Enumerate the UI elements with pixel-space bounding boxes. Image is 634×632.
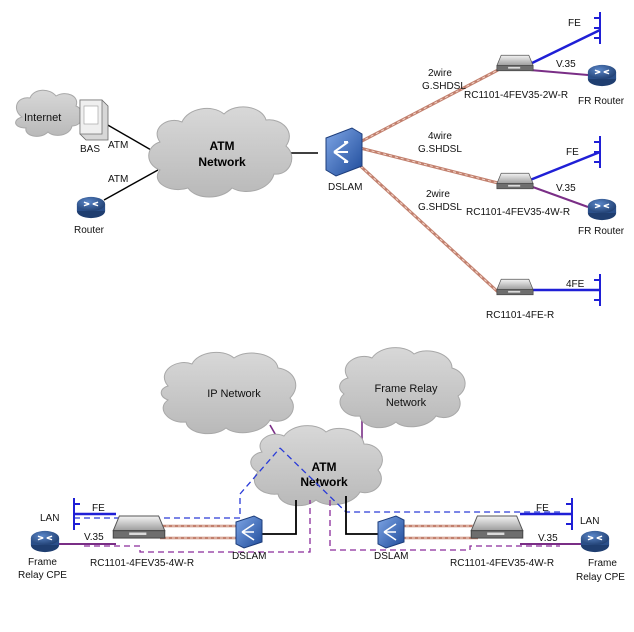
frame-relay-cpe-icon bbox=[30, 530, 60, 553]
frame-relay-cpe-icon bbox=[580, 530, 610, 553]
right-cpe-label-1: Frame bbox=[588, 558, 617, 569]
cpe-1: FE V.35 RC1101-4FEV35-2W-R FR Router bbox=[464, 12, 625, 107]
ip-network-cloud: IP Network bbox=[160, 351, 297, 435]
frame-relay-label-1: Frame Relay bbox=[375, 383, 438, 395]
v35-link-2 bbox=[529, 185, 589, 208]
fe-link-2 bbox=[529, 150, 601, 182]
atm-link-label-1: ATM bbox=[108, 140, 128, 151]
ip-network-label: IP Network bbox=[207, 388, 261, 400]
bas-server-icon bbox=[79, 99, 109, 141]
cpe-2-fe-label: FE bbox=[566, 147, 579, 158]
link-1-type-label: G.SHDSL bbox=[422, 81, 466, 92]
cpe-1-fe-label: FE bbox=[568, 18, 581, 29]
right-lan-label: LAN bbox=[580, 516, 599, 527]
shdsl-link-3 bbox=[354, 160, 500, 294]
v35-link-1 bbox=[529, 69, 589, 76]
cpe-3-fe-label: 4FE bbox=[566, 279, 585, 290]
dslam-icon bbox=[325, 127, 363, 177]
shdsl-link-right bbox=[400, 524, 478, 540]
atm-link-bas bbox=[105, 123, 159, 155]
atm-cloud-label-2: Network bbox=[198, 155, 246, 169]
link-3-wire-label: 2wire bbox=[426, 189, 450, 200]
cpe-2-router-label: FR Router bbox=[578, 226, 625, 237]
ip-virtual-circuit-left bbox=[74, 447, 281, 519]
fr-virtual-circuit-right bbox=[329, 500, 560, 551]
dslam-label: DSLAM bbox=[328, 182, 362, 193]
atm-cloud-bottom-label-2: Network bbox=[300, 475, 348, 489]
cpe-2-v35-label: V.35 bbox=[556, 183, 576, 194]
ethernet-bus-icon bbox=[566, 498, 573, 530]
cpe-3: 4FE RC1101-4FE-R bbox=[486, 274, 601, 321]
shdsl-link-2 bbox=[359, 146, 499, 185]
left-lan-label: LAN bbox=[40, 513, 59, 524]
shdsl-link-1 bbox=[359, 68, 499, 144]
internet-cloud: Internet bbox=[15, 89, 83, 137]
right-v35-label: V.35 bbox=[538, 533, 558, 544]
ethernet-bus-icon bbox=[594, 136, 601, 168]
rc1101-device-icon bbox=[470, 515, 524, 539]
left-dslam-label: DSLAM bbox=[232, 551, 266, 562]
router-label: Router bbox=[74, 225, 105, 236]
ethernet-bus-icon bbox=[594, 12, 601, 44]
rc1101-device-icon bbox=[112, 515, 166, 539]
left-model-label: RC1101-4FEV35-4W-R bbox=[90, 558, 194, 569]
left-cpe-label-2: Relay CPE bbox=[18, 570, 67, 581]
left-v35-label: V.35 bbox=[84, 532, 104, 543]
cpe-3-model-label: RC1101-4FE-R bbox=[486, 310, 554, 321]
right-model-label: RC1101-4FEV35-4W-R bbox=[450, 558, 554, 569]
internet-label: Internet bbox=[24, 112, 61, 124]
left-fe-label: FE bbox=[92, 503, 105, 514]
top-diagram: Internet BAS ATM ATM Router ATM Network … bbox=[15, 12, 625, 321]
right-dslam-label: DSLAM bbox=[374, 551, 408, 562]
atm-cloud: ATM Network bbox=[148, 106, 293, 198]
left-cpe-label-1: Frame bbox=[28, 557, 57, 568]
bas-label: BAS bbox=[80, 144, 100, 155]
bottom-diagram: IP Network Frame Relay Network ATM Netwo… bbox=[18, 347, 625, 583]
cpe-2-model-label: RC1101-4FEV35-4W-R bbox=[466, 207, 570, 218]
cpe-1-v35-label: V.35 bbox=[556, 59, 576, 70]
frame-relay-label-2: Network bbox=[386, 397, 427, 409]
router-icon bbox=[76, 196, 106, 219]
right-site: LAN FE V.35 Frame Relay CPE RC1101-4FEV3… bbox=[374, 498, 625, 583]
right-fe-label: FE bbox=[536, 503, 549, 514]
link-1-wire-label: 2wire bbox=[428, 68, 452, 79]
fr-router-icon bbox=[587, 64, 617, 87]
rc1101-device-icon bbox=[496, 54, 534, 72]
fr-router-icon bbox=[587, 198, 617, 221]
atm-cloud-bottom-label-1: ATM bbox=[311, 460, 336, 474]
link-3-type-label: G.SHDSL bbox=[418, 202, 462, 213]
right-cpe-label-2: Relay CPE bbox=[576, 572, 625, 583]
dslam-icon bbox=[377, 515, 405, 549]
dslam-icon bbox=[235, 515, 263, 549]
shdsl-link-left bbox=[160, 524, 240, 540]
cpe-1-model-label: RC1101-4FEV35-2W-R bbox=[464, 90, 568, 101]
link-2-wire-label: 4wire bbox=[428, 131, 452, 142]
fr-virtual-circuit-left bbox=[84, 500, 311, 553]
atm-link-label-2: ATM bbox=[108, 174, 128, 185]
atm-cloud-label-1: ATM bbox=[209, 139, 234, 153]
rc1101-device-icon bbox=[496, 172, 534, 190]
link-2-type-label: G.SHDSL bbox=[418, 144, 462, 155]
frame-relay-cloud: Frame Relay Network bbox=[339, 347, 466, 429]
left-site: LAN FE V.35 Frame Relay CPE RC1101-4FEV3… bbox=[18, 498, 266, 581]
ethernet-bus-icon bbox=[594, 274, 601, 306]
cpe-2: FE V.35 RC1101-4FEV35-4W-R FR Router bbox=[466, 136, 625, 237]
atm-link-right-dslam bbox=[345, 496, 378, 535]
atm-link-router bbox=[103, 169, 159, 201]
rc1101-device-icon bbox=[496, 278, 534, 296]
fe-link-1 bbox=[529, 28, 601, 66]
ethernet-bus-icon bbox=[73, 498, 80, 530]
atm-link-left-dslam bbox=[254, 500, 297, 535]
cpe-1-router-label: FR Router bbox=[578, 96, 625, 107]
